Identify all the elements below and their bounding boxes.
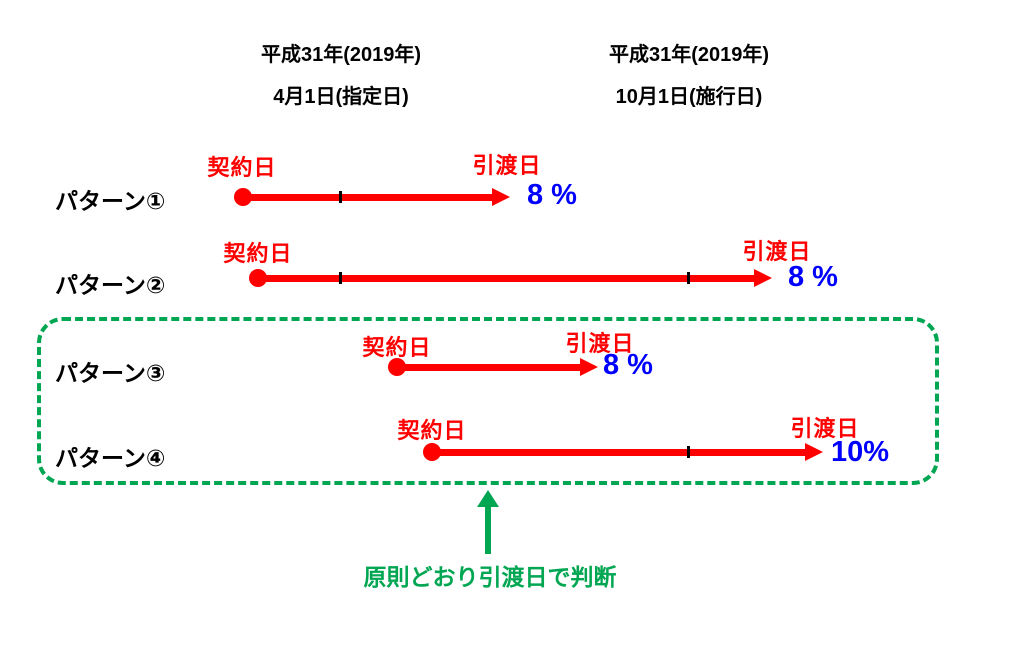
pattern1-timeline-arrow [243,194,492,201]
pattern3-rate: 8 % [603,349,653,381]
annotation-up-arrow-shaft [485,506,491,554]
pattern2-delivery-label: 引渡日 [742,239,812,264]
pattern3-contract-label: 契約日 [362,335,432,360]
pattern1-rate: 8 % [527,179,577,211]
pattern4-enforcement-date-tick [687,446,690,458]
pattern4-arrow-head-icon [805,443,823,461]
pattern4-label: パターン④ [55,445,166,471]
date-header-designated: 平成31年(2019年) 4月1日(指定日) [235,34,447,118]
date-header-enforcement-line2: 10月1日(施行日) [615,86,763,108]
pattern1-designated-date-tick [339,191,342,203]
date-header-enforcement-line1: 平成31年(2019年) [608,44,770,66]
date-header-designated-line1: 平成31年(2019年) [260,44,422,66]
pattern4-timeline-arrow [432,449,805,456]
pattern2-timeline-arrow [258,275,754,282]
pattern1-arrow-head-icon [492,188,510,206]
pattern4-delivery-label: 引渡日 [790,416,860,441]
pattern2-designated-date-tick [339,272,342,284]
delivery-date-rule-box [37,317,939,485]
pattern3-arrow-head-icon [580,358,598,376]
pattern1-delivery-label: 引渡日 [472,153,542,178]
pattern3-delivery-label: 引渡日 [565,331,635,356]
pattern2-label: パターン② [55,272,166,298]
pattern1-contract-label: 契約日 [207,155,277,180]
pattern4-contract-label: 契約日 [397,418,467,443]
pattern3-label: パターン③ [55,360,166,386]
pattern3-timeline-arrow [397,364,580,371]
pattern2-contract-label: 契約日 [223,241,293,266]
pattern4-rate: 10% [831,436,890,468]
annotation-up-arrow-head-icon [477,490,499,507]
date-header-designated-line2: 4月1日(指定日) [273,86,409,108]
pattern2-arrow-head-icon [754,269,772,287]
date-header-enforcement: 平成31年(2019年) 10月1日(施行日) [583,34,795,118]
pattern2-rate: 8 % [788,261,838,293]
pattern2-enforcement-date-tick [687,272,690,284]
pattern1-label: パターン① [55,188,166,214]
annotation-text: 原則どおり引渡日で判断 [363,564,617,590]
